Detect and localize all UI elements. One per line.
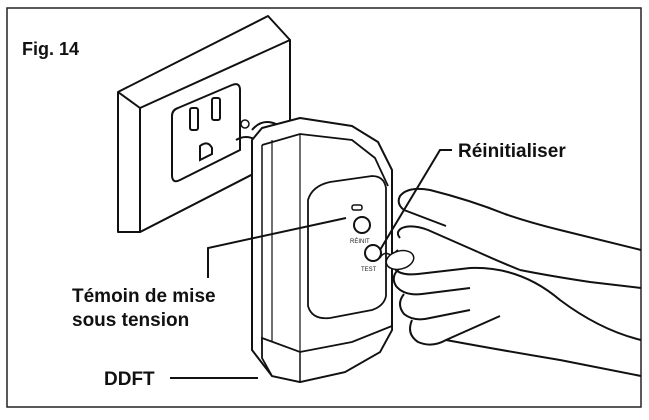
reset-callout-line (379, 149, 452, 251)
reset-button-label: RÉINIT (350, 238, 370, 245)
power-indicator-label-line1: Témoin de mise (72, 286, 216, 307)
test-button-label: TEST (361, 267, 377, 273)
reset-label: Réinitialiser (458, 141, 566, 162)
test-button[interactable] (364, 244, 382, 262)
power-indicator-label-line2: sous tension (72, 310, 189, 331)
reset-button[interactable] (353, 216, 371, 234)
gfci-adapter (251, 117, 393, 383)
outlet-receptacle (171, 83, 250, 183)
power-indicator-light (351, 204, 363, 211)
hand (379, 187, 642, 377)
gfci-label: DDFT (104, 369, 155, 390)
figure-label: Fig. 14 (22, 39, 79, 59)
power-indicator-callout-line (207, 217, 347, 278)
